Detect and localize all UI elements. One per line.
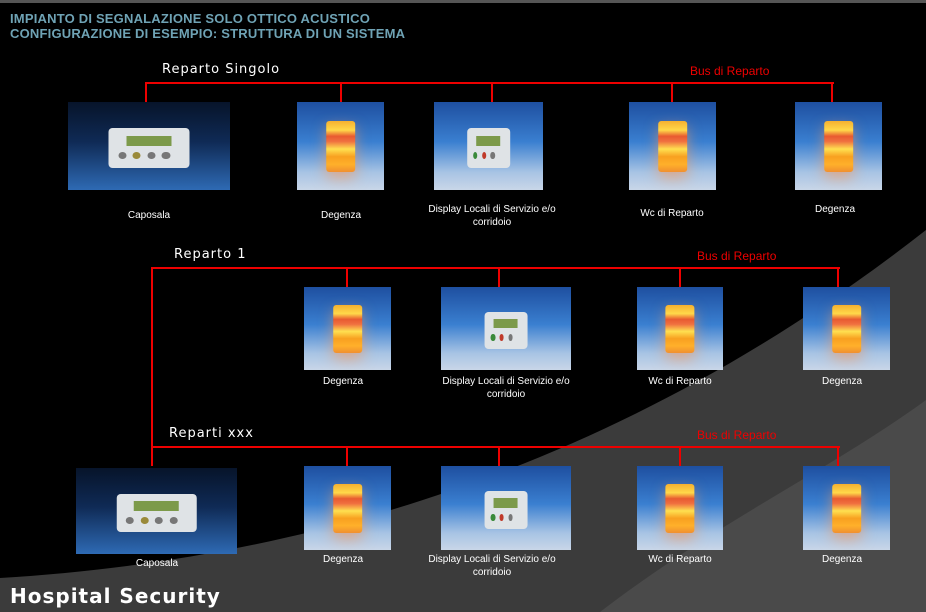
bus-drop bbox=[346, 267, 348, 287]
degenza-lamp-image bbox=[297, 102, 384, 190]
node-caption: Display Locali di Servizio e/o corridoio bbox=[442, 376, 570, 400]
section-label: Reparto 1 bbox=[174, 247, 247, 262]
footer-title: Hospital Security bbox=[10, 584, 221, 608]
caposala-image bbox=[68, 102, 230, 190]
bus-drop bbox=[145, 82, 147, 102]
node-caption: Degenza bbox=[821, 376, 863, 387]
node-caption: Wc di Reparto bbox=[648, 376, 712, 387]
degenza-lamp-image bbox=[803, 287, 890, 370]
bus-line bbox=[145, 82, 834, 84]
header-title-line2: CONFIGURAZIONE DI ESEMPIO: STRUTTURA DI … bbox=[10, 26, 406, 41]
node-caption: Degenza bbox=[814, 204, 856, 215]
bus-drop bbox=[671, 82, 673, 102]
bus-drop bbox=[491, 82, 493, 102]
caposala-image bbox=[76, 468, 237, 554]
bus-label: Bus di Reparto bbox=[697, 428, 777, 442]
bus-drop bbox=[346, 446, 348, 466]
node-caption: Caposala bbox=[135, 558, 179, 569]
bus-drop bbox=[498, 446, 500, 466]
bus-drop bbox=[837, 446, 839, 466]
display-image bbox=[434, 102, 543, 190]
degenza-lamp-image bbox=[795, 102, 882, 190]
wc-lamp-image bbox=[637, 466, 723, 550]
bus-trunk bbox=[151, 267, 153, 466]
bus-drop bbox=[340, 82, 342, 102]
node-caption: Wc di Reparto bbox=[648, 554, 712, 565]
degenza-lamp-image bbox=[803, 466, 890, 550]
section-label: Reparti xxx bbox=[169, 426, 254, 441]
bus-label: Bus di Reparto bbox=[690, 64, 770, 78]
bus-drop bbox=[679, 446, 681, 466]
node-caption: Display Locali di Servizio e/o corridoio bbox=[428, 554, 556, 578]
node-caption: Degenza bbox=[322, 554, 364, 565]
display-image bbox=[441, 466, 571, 550]
bus-label: Bus di Reparto bbox=[697, 249, 777, 263]
bus-drop bbox=[831, 82, 833, 102]
node-caption: Wc di Reparto bbox=[640, 208, 704, 219]
node-caption: Caposala bbox=[127, 210, 171, 221]
bus-drop bbox=[498, 267, 500, 287]
node-caption: Degenza bbox=[322, 376, 364, 387]
wc-lamp-image bbox=[629, 102, 716, 190]
display-image bbox=[441, 287, 571, 370]
wc-lamp-image bbox=[637, 287, 723, 370]
section-label: Reparto Singolo bbox=[162, 62, 281, 77]
bus-drop bbox=[837, 267, 839, 287]
bus-line bbox=[151, 446, 840, 448]
degenza-lamp-image bbox=[304, 287, 391, 370]
degenza-lamp-image bbox=[304, 466, 391, 550]
bus-drop bbox=[679, 267, 681, 287]
header-title-line1: IMPIANTO DI SEGNALAZIONE SOLO OTTICO ACU… bbox=[10, 11, 371, 26]
node-caption: Degenza bbox=[821, 554, 863, 565]
bus-line bbox=[151, 267, 840, 269]
node-caption: Display Locali di Servizio e/o corridoio bbox=[428, 204, 556, 228]
node-caption: Degenza bbox=[320, 210, 362, 221]
